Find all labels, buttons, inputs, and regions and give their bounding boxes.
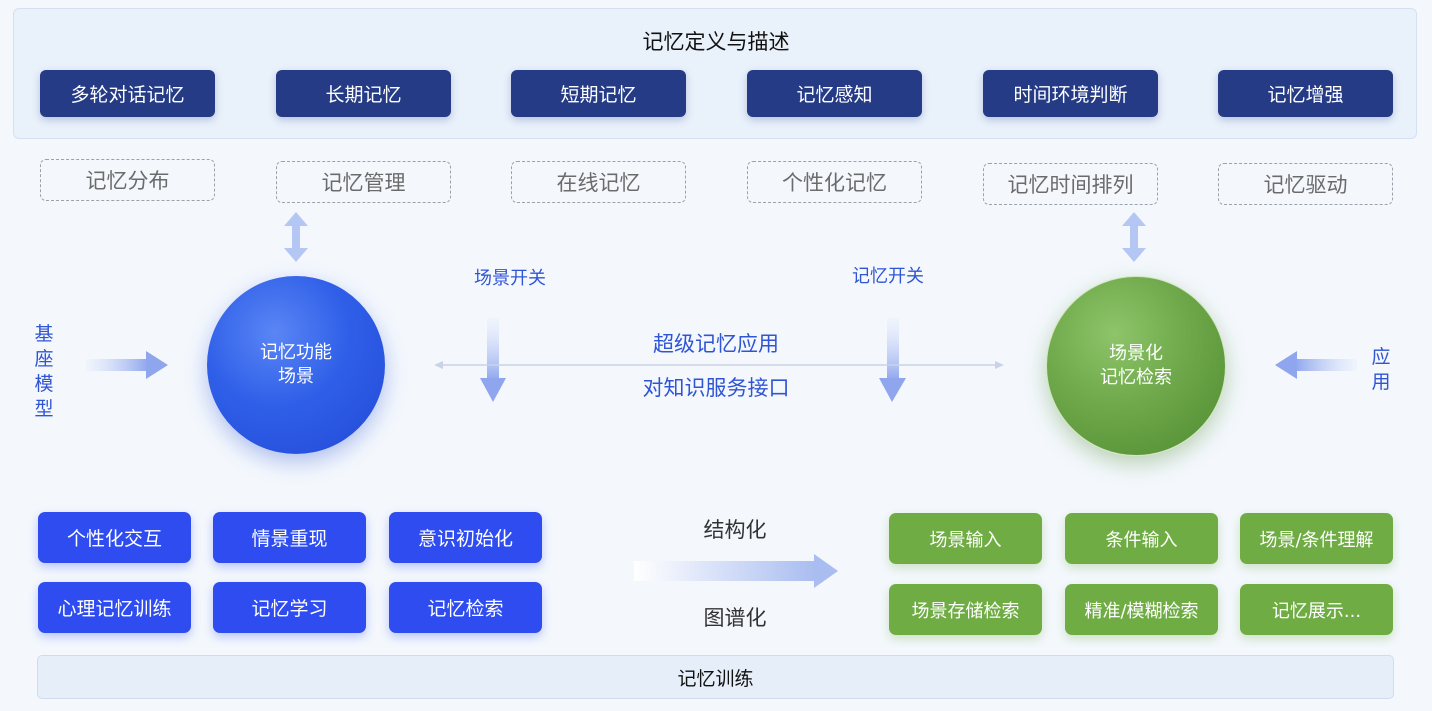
right-input-arrow: [1275, 351, 1357, 379]
scene-switch-label: 场景开关: [474, 268, 546, 289]
center-connector-line: [434, 361, 1004, 369]
scene-memory-retrieval-circle: 场景化 记忆检索: [1046, 276, 1226, 456]
memory-switch-label: 记忆开关: [852, 266, 924, 287]
capability-memory-retrieval[interactable]: 记忆检索: [389, 582, 542, 633]
feature-management: 记忆管理: [276, 161, 451, 203]
definition-title: 记忆定义与描述: [642, 30, 790, 54]
feature-personalized: 个性化记忆: [747, 161, 922, 203]
retrieval-scene-condition-understanding[interactable]: 场景/条件理解: [1240, 513, 1393, 564]
left-input-arrow: [86, 351, 168, 379]
super-memory-app-label: 超级记忆应用: [653, 332, 779, 356]
feature-driven: 记忆驱动: [1218, 163, 1393, 205]
memory-type-multi-turn[interactable]: 多轮对话记忆: [40, 70, 215, 117]
memory-function-scene-circle: 记忆功能 场景: [207, 276, 385, 454]
application-label: 应 用: [1371, 346, 1391, 393]
capability-consciousness-init[interactable]: 意识初始化: [389, 512, 542, 563]
retrieval-scene-input[interactable]: 场景输入: [889, 513, 1042, 564]
retrieval-scene-storage[interactable]: 场景存储检索: [889, 584, 1042, 635]
right-double-arrow: [1122, 212, 1146, 262]
retrieval-condition-input[interactable]: 条件输入: [1065, 513, 1218, 564]
feature-online: 在线记忆: [511, 161, 686, 203]
scene-switch-arrow: [480, 318, 506, 402]
structuring-label: 结构化: [703, 518, 767, 542]
capability-personalized-interaction[interactable]: 个性化交互: [38, 512, 191, 563]
feature-time-ordering: 记忆时间排列: [983, 163, 1158, 205]
feature-distribution: 记忆分布: [40, 159, 215, 201]
capability-psychological-training[interactable]: 心理记忆训练: [38, 582, 191, 633]
memory-type-time-judgement[interactable]: 时间环境判断: [983, 70, 1158, 117]
base-model-label: 基 座 模 型: [34, 323, 54, 420]
structuring-arrow: [634, 554, 838, 588]
retrieval-memory-display[interactable]: 记忆展示...: [1240, 584, 1393, 635]
definition-panel: [13, 8, 1417, 139]
memory-type-short-term[interactable]: 短期记忆: [511, 70, 686, 117]
capability-scene-reproduction[interactable]: 情景重现: [213, 512, 366, 563]
knowledge-service-interface-label: 对知识服务接口: [642, 376, 790, 400]
memory-type-long-term[interactable]: 长期记忆: [276, 70, 451, 117]
graphing-label: 图谱化: [703, 606, 767, 630]
memory-switch-arrow: [879, 318, 906, 402]
memory-training-bar: 记忆训练: [37, 655, 1394, 699]
memory-type-perception[interactable]: 记忆感知: [747, 70, 922, 117]
retrieval-precise-fuzzy[interactable]: 精准/模糊检索: [1065, 584, 1218, 635]
left-double-arrow: [284, 212, 308, 262]
capability-memory-learning[interactable]: 记忆学习: [213, 582, 366, 633]
memory-type-enhancement[interactable]: 记忆增强: [1218, 70, 1393, 117]
